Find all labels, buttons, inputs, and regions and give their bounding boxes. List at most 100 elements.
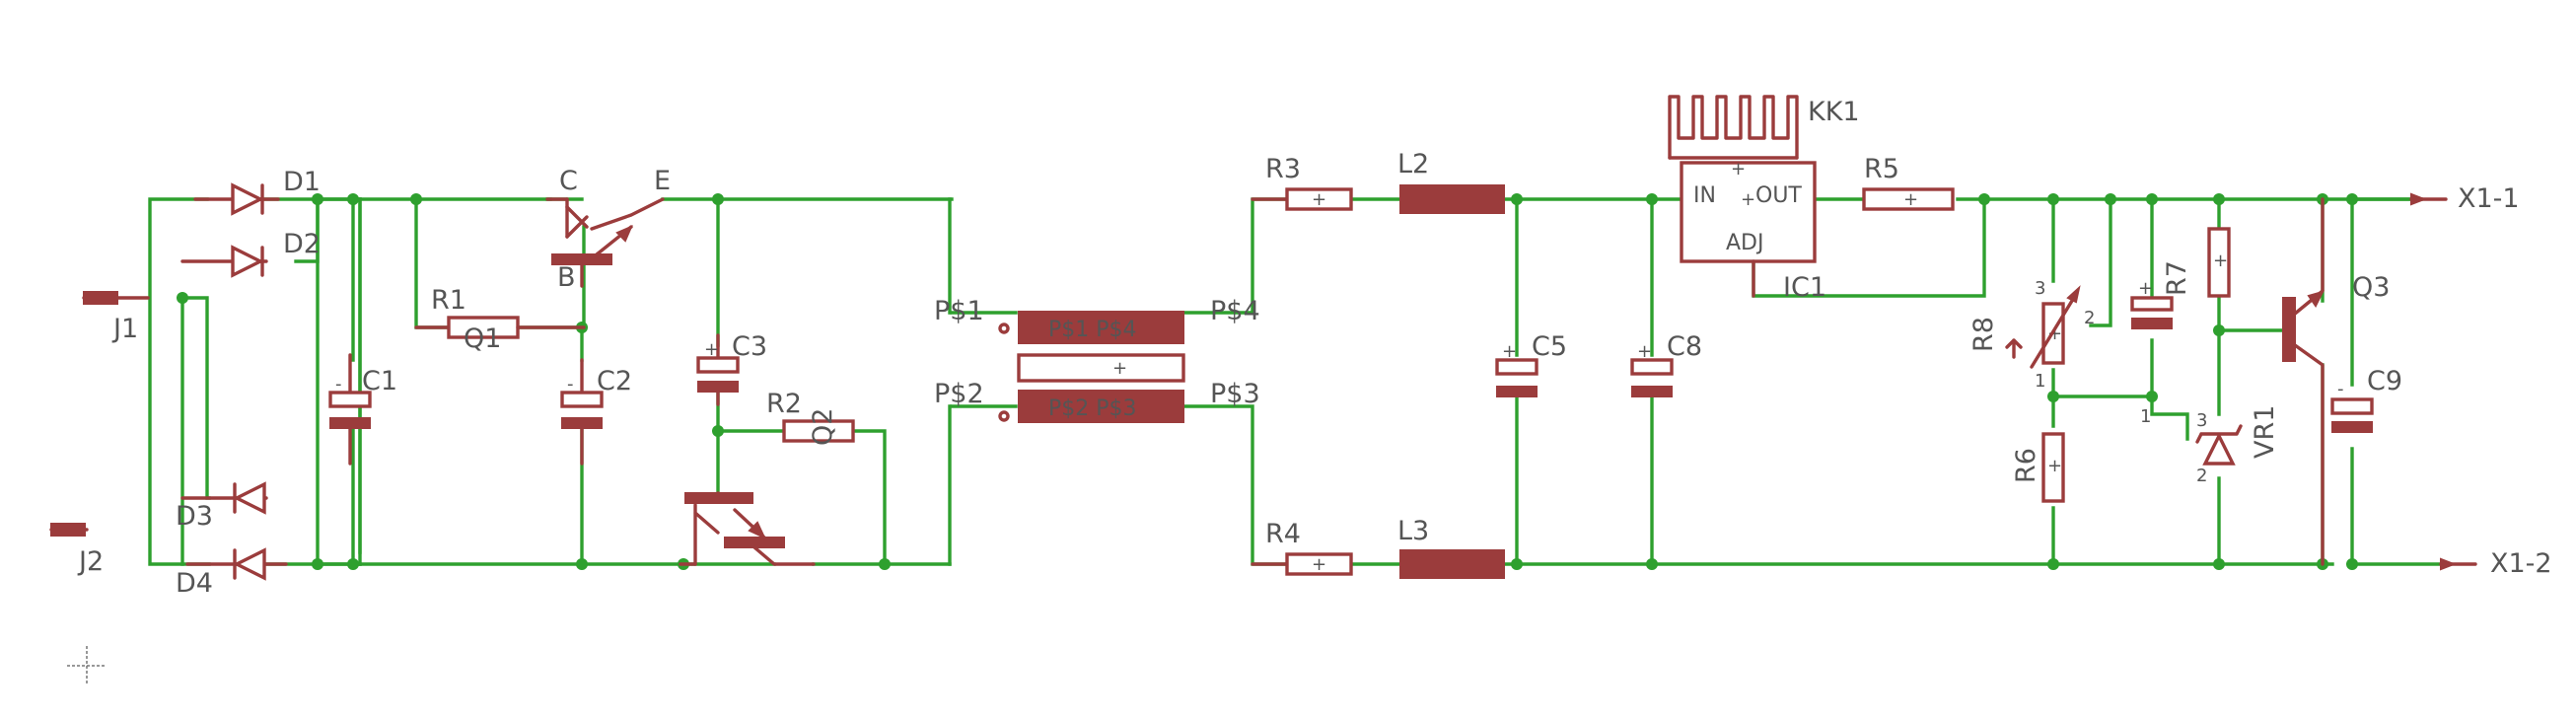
label-q3: Q3 xyxy=(2352,272,2390,303)
label-j1: J1 xyxy=(111,314,138,344)
capacitor-c1[interactable]: - C1 xyxy=(328,353,397,466)
inductor-l3[interactable]: L3 xyxy=(1397,516,1505,579)
capacitor-c8[interactable]: + C8 xyxy=(1630,331,1702,397)
transistor-q2[interactable] xyxy=(679,491,816,566)
label-d1: D1 xyxy=(283,167,321,197)
label-p4: P$4 xyxy=(1210,296,1260,326)
vr1-pin2: 2 xyxy=(2196,466,2207,486)
svg-text:+: + xyxy=(1112,358,1127,379)
r8-pin1: 1 xyxy=(2035,371,2045,392)
vr1-pin1: 1 xyxy=(2140,406,2151,427)
label-ic1-in: IN xyxy=(1693,183,1716,208)
zener-vr1[interactable]: 3 1 2 VR1 xyxy=(2140,405,2280,486)
diode-d3[interactable]: D3 xyxy=(176,481,268,532)
connector-j2[interactable]: J2 xyxy=(49,523,104,577)
capacitor-c7[interactable]: + R7 xyxy=(2130,260,2192,329)
label-xf-top: P$1 P$4 xyxy=(1048,318,1137,342)
label-r5: R5 xyxy=(1864,154,1899,184)
label-ic1-adj: ADJ xyxy=(1726,231,1763,255)
label-l3: L3 xyxy=(1397,516,1429,546)
label-r2: R2 xyxy=(766,389,802,419)
label-c8: C8 xyxy=(1667,331,1702,362)
svg-text:-: - xyxy=(2337,379,2344,399)
svg-text:+: + xyxy=(1312,189,1326,210)
resistor-r3[interactable]: + R3 xyxy=(1251,154,1353,211)
label-c3: C3 xyxy=(732,331,767,362)
capacitor-c3[interactable]: + C3 xyxy=(696,331,767,406)
label-c5: C5 xyxy=(1532,331,1567,362)
inductor-l2[interactable]: L2 xyxy=(1397,149,1505,214)
heatsink-kk1[interactable]: KK1 xyxy=(1668,95,1860,160)
label-j2: J2 xyxy=(77,546,104,577)
connector-j1[interactable]: J1 xyxy=(82,291,150,344)
regulator-ic1[interactable]: + IN OUT + ADJ IC1 xyxy=(1680,159,1826,303)
r8-pin2: 2 xyxy=(2084,308,2095,328)
diode-d4[interactable]: D4 xyxy=(176,547,288,599)
diode-d2[interactable]: D2 xyxy=(180,229,321,278)
svg-text:+: + xyxy=(2138,278,2153,299)
capacitor-c5[interactable]: + C5 xyxy=(1495,331,1567,397)
transistor-q1[interactable]: C E B Q1 xyxy=(464,166,671,354)
capacitor-c9[interactable]: - C9 xyxy=(2330,366,2402,433)
wires xyxy=(148,199,2443,564)
svg-text:+: + xyxy=(704,339,719,360)
potentiometer-r8[interactable]: + 3 1 2 R8 xyxy=(1968,278,2095,392)
label-d3: D3 xyxy=(176,501,213,532)
label-q1-b: B xyxy=(557,262,576,293)
svg-text:+: + xyxy=(1637,341,1652,362)
label-r7: R7 xyxy=(2162,260,2192,296)
label-c2: C2 xyxy=(597,366,632,396)
label-q2: Q2 xyxy=(808,408,838,446)
output-x1-1[interactable]: X1-1 xyxy=(2409,183,2520,214)
label-d2: D2 xyxy=(283,229,321,259)
resistor-r5[interactable]: + R5 xyxy=(1862,154,1955,211)
capacitor-c2[interactable]: - C2 xyxy=(560,358,632,466)
resistor-r2[interactable]: R2 Q2 xyxy=(766,389,855,446)
svg-text:+: + xyxy=(2213,251,2228,271)
label-r4: R4 xyxy=(1265,519,1301,549)
svg-text:+: + xyxy=(1731,159,1746,180)
label-p3: P$3 xyxy=(1210,379,1260,409)
label-vr1: VR1 xyxy=(2250,405,2280,459)
resistor-r1[interactable]: R1 xyxy=(414,285,586,339)
label-r6: R6 xyxy=(2011,448,2041,483)
resistor-r4[interactable]: + R4 xyxy=(1251,519,1353,576)
label-q1-c: C xyxy=(559,166,578,196)
r8-pin3: 3 xyxy=(2035,278,2045,299)
label-kk1: KK1 xyxy=(1808,97,1860,127)
svg-text:-: - xyxy=(335,374,342,395)
transistor-q3[interactable]: Q3 xyxy=(2282,197,2390,566)
svg-text:+: + xyxy=(1903,189,1918,210)
label-q1: Q1 xyxy=(464,323,501,354)
label-ic1-out: OUT xyxy=(1755,183,1802,208)
junctions xyxy=(177,193,2358,570)
svg-text:-: - xyxy=(567,374,574,395)
label-r1: R1 xyxy=(431,285,466,316)
svg-text:+: + xyxy=(2047,323,2062,344)
transformer[interactable]: + P$1 P$4 P$2 P$3 P$1 P$2 P$4 P$3 xyxy=(934,296,1260,423)
svg-text:+: + xyxy=(1502,341,1517,362)
label-p2: P$2 xyxy=(934,379,984,409)
label-c9: C9 xyxy=(2367,366,2402,396)
label-x1-2: X1-2 xyxy=(2490,548,2552,579)
label-ic1: IC1 xyxy=(1783,272,1826,303)
label-q1-e: E xyxy=(654,166,671,196)
origin-crosshair-icon xyxy=(67,646,107,685)
label-d4: D4 xyxy=(176,568,213,599)
svg-text:+: + xyxy=(1741,189,1755,210)
label-xf-bot: P$2 P$3 xyxy=(1048,396,1137,421)
svg-text:+: + xyxy=(2047,456,2062,476)
label-r3: R3 xyxy=(1265,154,1301,184)
resistor-r6[interactable]: + R6 xyxy=(2011,432,2065,503)
label-x1-1: X1-1 xyxy=(2458,183,2520,214)
vr1-pin3: 3 xyxy=(2196,410,2207,431)
output-x1-2[interactable]: X1-2 xyxy=(2439,548,2552,579)
label-p1: P$1 xyxy=(934,296,984,326)
label-r8: R8 xyxy=(1968,317,1999,352)
diode-d1[interactable]: D1 xyxy=(193,167,321,216)
resistor-r10[interactable]: + xyxy=(2207,227,2231,298)
label-l2: L2 xyxy=(1397,149,1429,180)
label-c1: C1 xyxy=(362,366,397,396)
svg-text:+: + xyxy=(1312,554,1326,575)
